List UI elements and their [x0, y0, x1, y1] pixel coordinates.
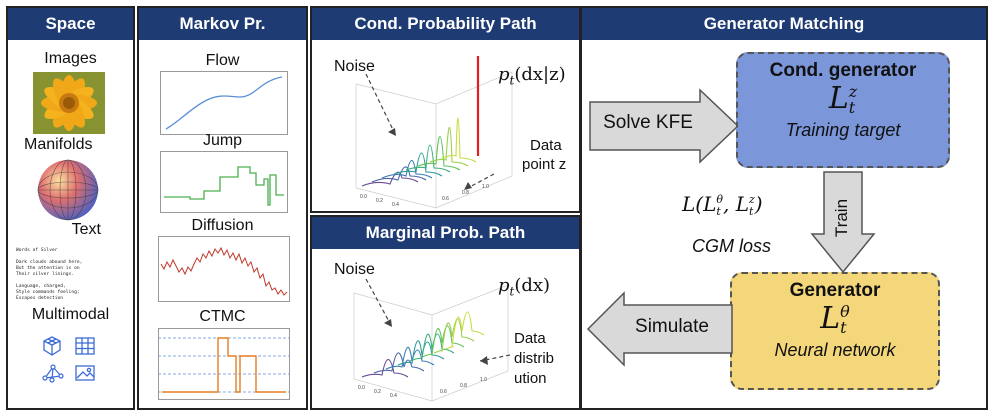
jump-plot — [160, 151, 288, 213]
sphere-image — [37, 159, 99, 221]
poem-line: Style commands feeling; — [16, 290, 80, 295]
svg-text:0.4: 0.4 — [392, 202, 399, 208]
generator-matching-header: Generator Matching — [582, 8, 986, 40]
svg-text:0.8: 0.8 — [462, 190, 469, 196]
generator-caption: Neural network — [774, 340, 896, 360]
flow-plot — [160, 71, 288, 135]
generator-title: Generator — [789, 280, 881, 301]
poem-title: Words of Silver — [16, 248, 58, 253]
marginal-path-3d-plot: 0.0 0.2 0.4 0.6 0.8 1.0 — [353, 278, 511, 402]
svg-text:0.0: 0.0 — [360, 194, 367, 200]
svg-text:0.6: 0.6 — [442, 196, 449, 202]
markov-panel: Markov Pr. Flow Jump Diffusion CTMC — [137, 6, 308, 410]
diffusion-plot — [158, 236, 290, 302]
markov-header: Markov Pr. — [139, 8, 306, 40]
train-arrow — [810, 171, 876, 274]
marginal-noise-label: Noise — [334, 261, 375, 278]
poem-line: Their silver linings. — [16, 272, 75, 277]
simulate-label: Simulate — [635, 316, 709, 337]
flow-label: Flow — [205, 52, 240, 69]
svg-text:1.0: 1.0 — [480, 377, 487, 383]
svg-text:0.2: 0.2 — [374, 389, 381, 395]
space-panel: Space Images Manifolds — [6, 6, 135, 410]
space-header: Space — [8, 8, 133, 40]
ctmc-label: CTMC — [199, 308, 246, 325]
jump-label: Jump — [202, 132, 243, 149]
poem-line: But the attention is on — [16, 266, 80, 271]
diffusion-label: Diffusion — [191, 217, 254, 234]
poem-line: Dark clouds abound here, — [16, 260, 83, 265]
svg-text:0.6: 0.6 — [440, 389, 447, 395]
svg-text:0.0: 0.0 — [358, 385, 365, 391]
svg-text:0.8: 0.8 — [460, 383, 467, 389]
svg-text:0.4: 0.4 — [390, 393, 397, 399]
ctmc-plot — [158, 328, 290, 400]
svg-text:0.2: 0.2 — [376, 198, 383, 204]
cgm-loss-label: CGM loss — [692, 236, 772, 256]
image-icon — [75, 365, 95, 381]
cond-generator-title: Cond. generator — [769, 60, 917, 81]
data-distribution-label: Data distrib ution — [514, 330, 555, 387]
images-label: Images — [44, 50, 97, 67]
poem-line: Escapes detection — [16, 296, 64, 301]
marginal-path-formula: pt(dx) — [498, 275, 551, 299]
solve-kfe-arrow — [589, 88, 740, 164]
generator-matching-panel: Generator Matching Solve KFE Cond. gener… — [580, 6, 988, 410]
manifolds-label: Manifolds — [24, 136, 93, 153]
poem-text: Words of Silver Dark clouds abound here,… — [16, 248, 131, 302]
train-label: Train — [832, 198, 851, 238]
graph-network-icon — [42, 364, 64, 383]
cond-noise-label: Noise — [334, 58, 375, 75]
flower-image — [33, 72, 105, 134]
solve-kfe-label: Solve KFE — [603, 112, 693, 133]
poem-line: Language, charged, — [16, 284, 66, 289]
cond-path-header: Cond. Probability Path — [312, 8, 579, 40]
cube-icon — [43, 336, 61, 356]
multimodal-label: Multimodal — [31, 306, 110, 323]
cond-path-formula: pt(dx|z) — [498, 64, 566, 88]
table-icon — [75, 337, 95, 355]
cond-path-panel: Cond. Probability Path 0.0 0.2 0.4 0.6 0.8 1… — [310, 6, 581, 213]
cond-path-3d-plot: 0.0 0.2 0.4 0.6 0.8 1.0 — [355, 56, 513, 209]
text-label: Text — [71, 221, 101, 238]
svg-text:1.0: 1.0 — [482, 184, 489, 190]
cond-generator-caption: Training target — [785, 120, 901, 140]
marginal-path-header: Marginal Prob. Path — [312, 217, 579, 249]
simulate-arrow — [586, 291, 733, 367]
data-point-label: Data point z — [522, 137, 567, 173]
